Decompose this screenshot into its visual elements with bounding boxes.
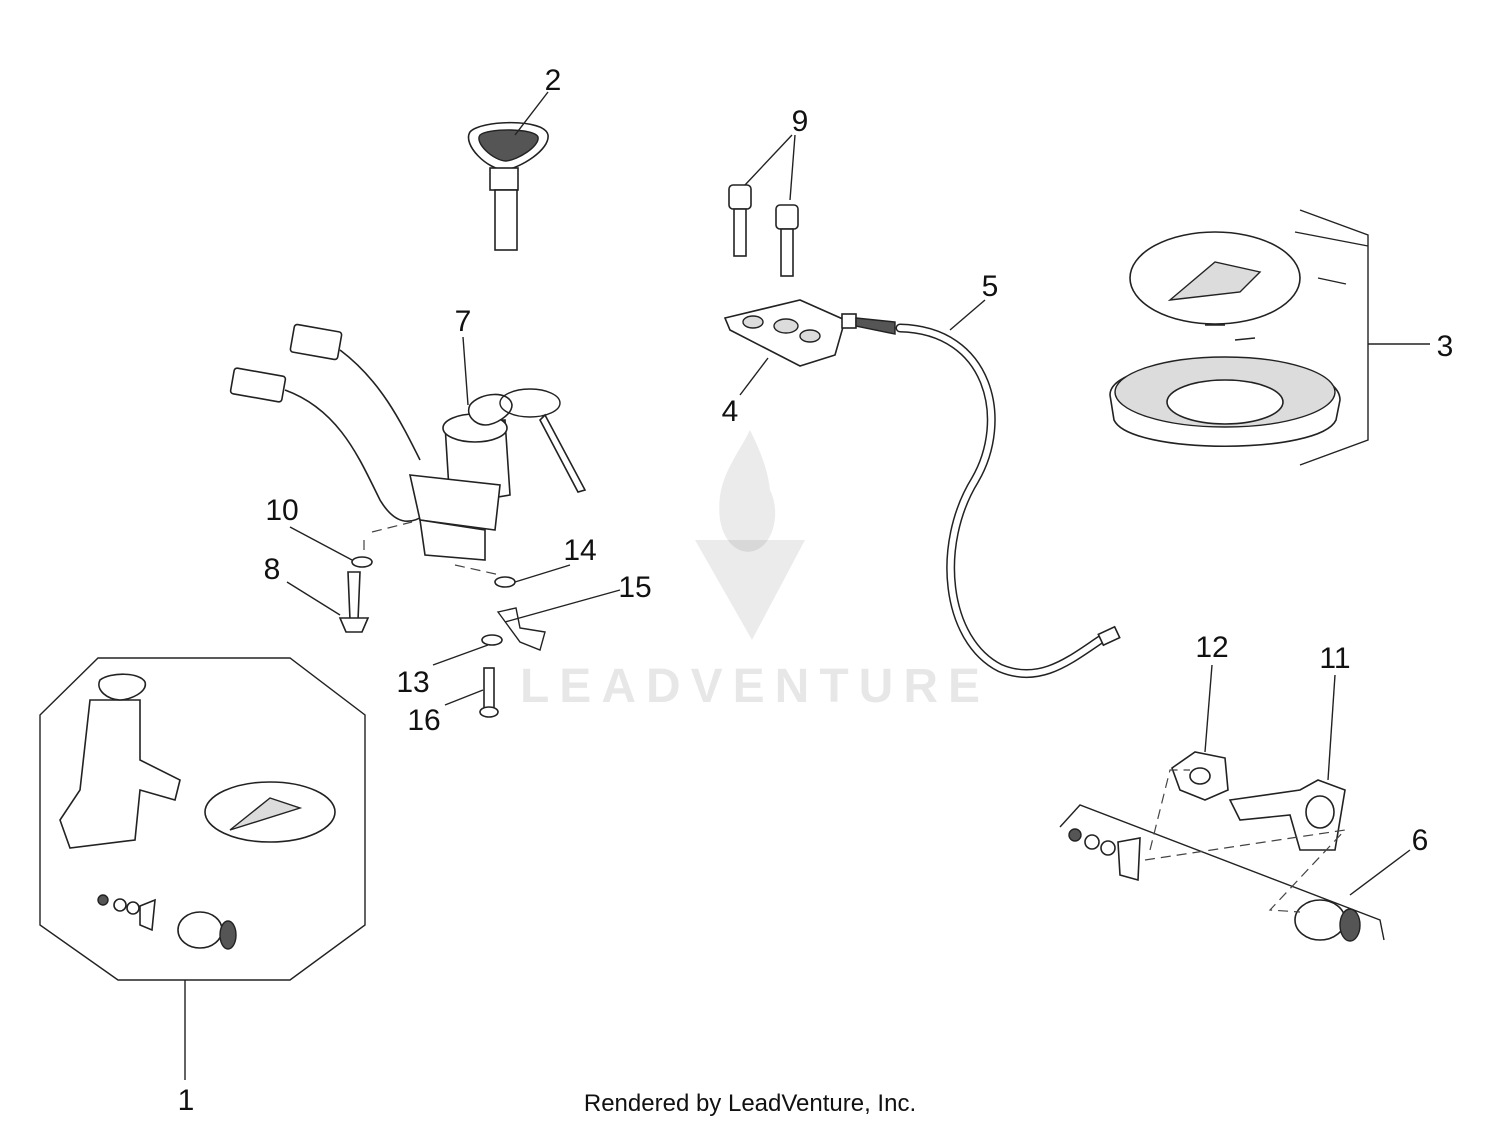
part-10-washer: [351, 556, 373, 568]
watermark-logo: LEADVENTURE: [520, 430, 990, 713]
callout-13: 13: [396, 666, 429, 699]
callout-16: 16: [407, 704, 440, 737]
callout-3: 3: [1437, 330, 1454, 363]
callout-2: 2: [545, 64, 562, 97]
callout-11: 11: [1319, 642, 1350, 675]
part-4-bracket: [723, 299, 846, 367]
callout-6: 6: [1412, 824, 1429, 857]
callout-1: 1: [178, 1084, 195, 1117]
callout-4: 4: [722, 395, 739, 428]
callout-7: 7: [455, 305, 472, 338]
callout-5: 5: [982, 270, 999, 303]
leader-lines: [286, 91, 1411, 896]
part-7-ignition-switch: [229, 323, 587, 561]
part-12-plate: [1171, 751, 1229, 801]
part-5-cable: [841, 313, 1121, 678]
part-16-screw: [479, 667, 499, 718]
part-11-lever: [1228, 779, 1346, 851]
callout-9: 9: [792, 105, 809, 138]
part-6-lock-cylinder: [1068, 828, 1361, 942]
part-3-fuel-cap: [1109, 209, 1430, 466]
part-2-key: [467, 121, 549, 251]
callout-labels: 1 2 3 4 5 6 7 8 9 10 11 12 13 14 15 16: [178, 64, 1454, 1117]
part-14-washer: [494, 576, 516, 588]
footer-credit: Rendered by LeadVenture, Inc.: [583, 1090, 917, 1117]
watermark-text: LEADVENTURE: [520, 660, 990, 713]
callout-12: 12: [1195, 631, 1228, 664]
callout-10: 10: [265, 494, 298, 527]
callout-14: 14: [563, 534, 596, 567]
callout-8: 8: [264, 553, 281, 586]
part-9-screws: [728, 184, 799, 277]
part-13-washer: [481, 634, 503, 646]
part-8-bolt: [338, 571, 370, 633]
part-15-spring: [496, 607, 546, 651]
callout-15: 15: [618, 571, 651, 604]
part-1-lock-kit: [39, 657, 366, 1080]
